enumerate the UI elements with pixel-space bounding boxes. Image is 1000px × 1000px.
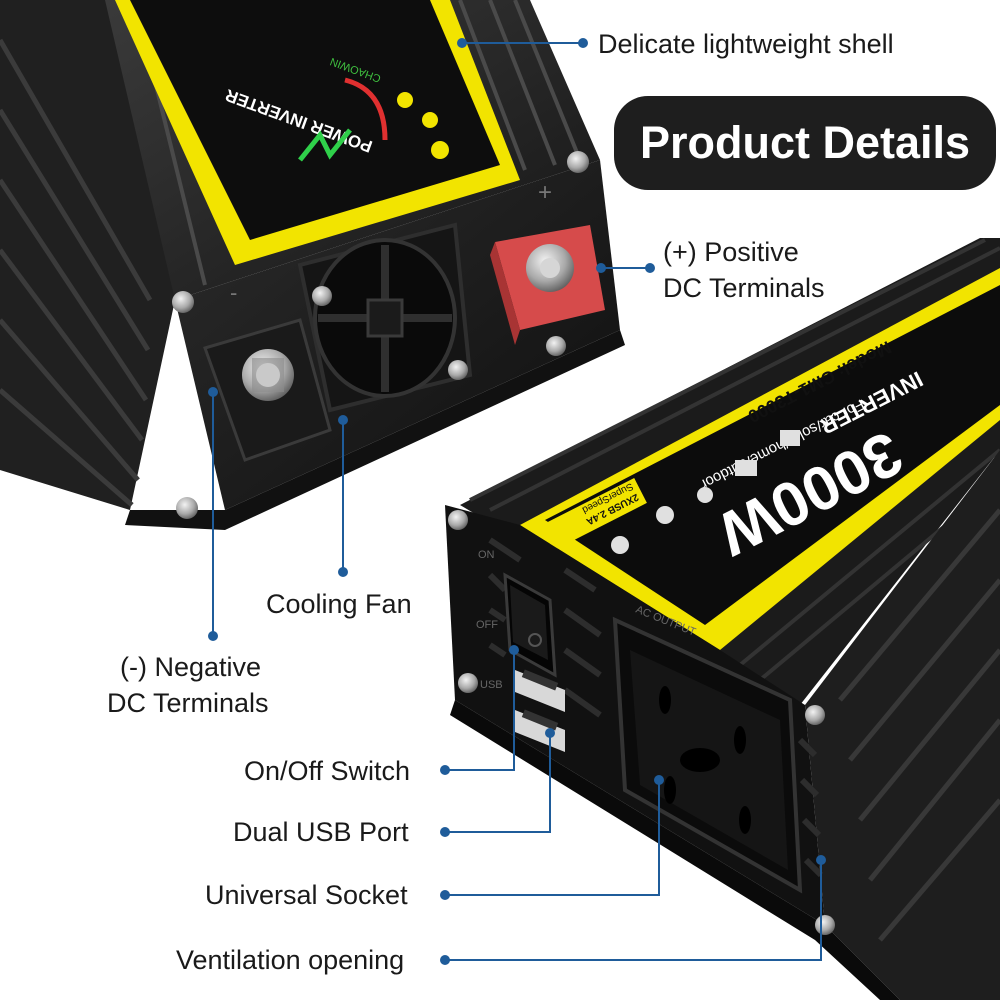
front-inverter: 3000W For car/solar/home/outdoor Model: … (445, 238, 1000, 1000)
camera-icon (656, 506, 674, 524)
right-vents (797, 737, 824, 878)
screw (815, 915, 835, 935)
positive-terminal (490, 225, 605, 345)
chip-logo-icon (298, 128, 352, 162)
leader-dots (208, 38, 826, 965)
on-mark: ON (478, 549, 495, 561)
callout-negative-line2: DC Terminals (107, 688, 269, 718)
certification-icon (422, 112, 438, 128)
callout-usb: Dual USB Port (233, 817, 409, 847)
ce-mark-icon (431, 141, 449, 159)
callout-vent: Ventilation opening (176, 945, 405, 975)
off-symbol-icon (528, 633, 542, 647)
minus-mark: - (230, 280, 237, 305)
callout-fan: Cooling Fan (266, 589, 412, 619)
callout-negative-line1: (-) Negative (120, 652, 262, 682)
cooling-fan (297, 222, 473, 413)
tv-icon (735, 460, 757, 476)
screw (546, 336, 566, 356)
fan-icon (611, 536, 629, 554)
usb-mark: USB (480, 679, 503, 691)
screw (805, 705, 825, 725)
appliance-icon (780, 430, 800, 446)
left-vents (487, 537, 602, 718)
callout-socket: Universal Socket (205, 880, 408, 910)
leader-lines (212, 42, 822, 961)
plus-mark: + (538, 179, 552, 206)
screw (176, 497, 198, 519)
badge-title: Product Details (639, 117, 971, 168)
negative-terminal (203, 318, 332, 462)
screw (458, 673, 478, 693)
callout-positive-line2: DC Terminals (663, 273, 825, 303)
rear-inverter: POWER INVERTER CHAOWIN - (0, 0, 625, 530)
product-details-badge: Product Details (614, 96, 996, 190)
screw (172, 291, 194, 313)
recycle-icon (397, 92, 413, 108)
screw (312, 286, 332, 306)
screw (567, 151, 589, 173)
device-icon (697, 487, 713, 503)
usb-ports (515, 669, 565, 752)
universal-socket (612, 616, 803, 894)
callout-positive-line1: (+) Positive (663, 237, 799, 267)
callout-shell: Delicate lightweight shell (598, 29, 894, 59)
screw (448, 510, 468, 530)
screw (448, 360, 468, 380)
off-mark: OFF (476, 619, 498, 631)
callout-switch: On/Off Switch (244, 756, 411, 786)
